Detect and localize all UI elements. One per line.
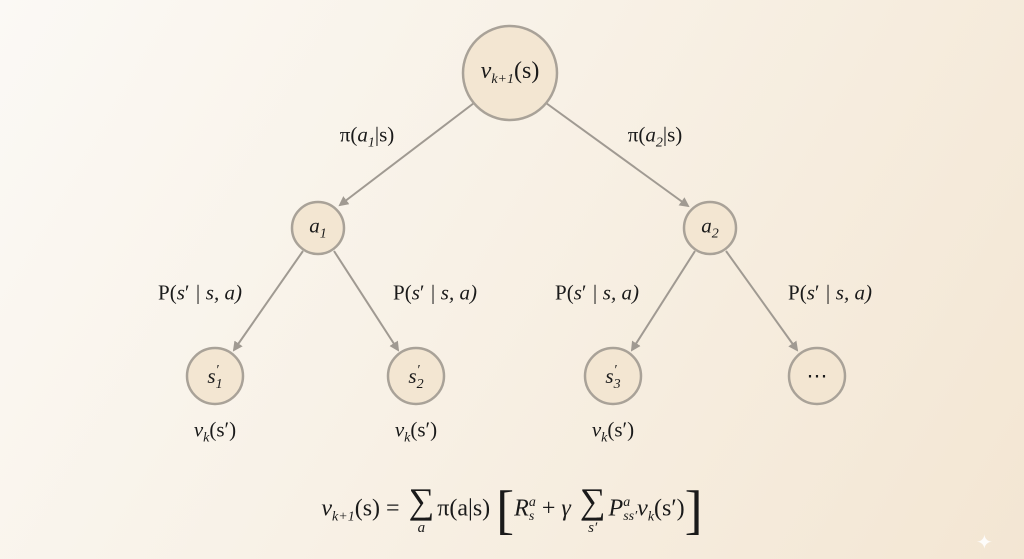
action-node-a2 [682, 200, 738, 256]
edge-a1-s2 [333, 250, 400, 352]
sum-over-actions: ∑a [408, 481, 435, 536]
state-node-s1 [185, 346, 245, 406]
policy-label-a2: π(a2|s) [627, 122, 683, 151]
s2-label: s′2 [408, 363, 424, 393]
a1-label: a1 [309, 213, 327, 242]
s1-label: s′1 [207, 363, 223, 393]
transition-label-3: P(s′ | s, a) [555, 280, 639, 305]
edge-a2-s3 [630, 250, 696, 352]
state-node-more [787, 346, 847, 406]
a2-label: a2 [701, 213, 719, 242]
policy-label-a1: π(a1|s) [339, 122, 395, 151]
sparkle-icon: ✦ [976, 530, 993, 554]
edge-root-a2 [545, 102, 690, 208]
edge-a1-s1 [232, 250, 304, 352]
root-node [461, 24, 559, 122]
more-label: ⋯ [806, 363, 828, 388]
state-node-s3 [583, 346, 643, 406]
s1-value: vk(s′) [193, 417, 237, 446]
edge-a2-more [725, 250, 799, 352]
root-label: vk+1(s) [480, 58, 540, 87]
action-node-a1 [290, 200, 346, 256]
s2-value: vk(s′) [394, 417, 438, 446]
s3-label: s′3 [605, 363, 621, 393]
transition-label-2: P(s′ | s, a) [393, 280, 477, 305]
s3-value: vk(s′) [591, 417, 635, 446]
state-node-s2 [386, 346, 446, 406]
sum-over-states: ∑s′ [579, 481, 606, 536]
edge-root-a1 [338, 102, 475, 207]
transition-label-1: P(s′ | s, a) [158, 280, 242, 305]
transition-label-4: P(s′ | s, a) [788, 280, 872, 305]
